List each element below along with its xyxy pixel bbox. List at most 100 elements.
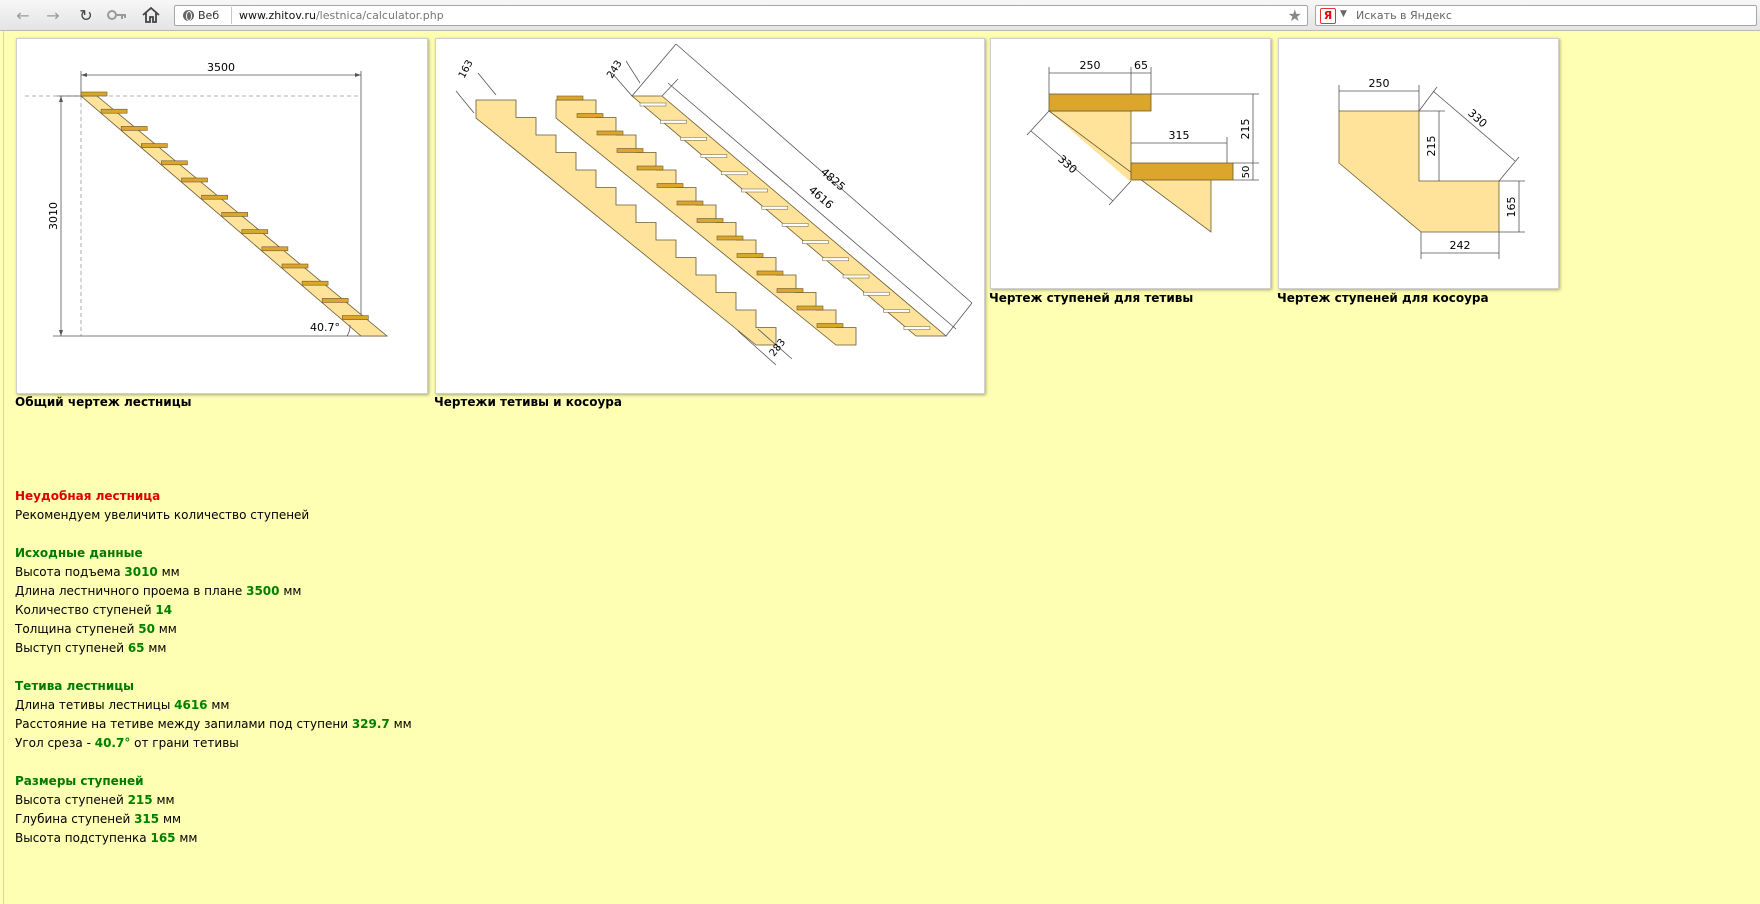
forward-icon[interactable]: → <box>46 5 60 25</box>
tread <box>576 113 604 118</box>
row-unit: мм <box>154 622 177 636</box>
tread <box>341 315 369 320</box>
yandex-logo-icon[interactable]: Я <box>1320 8 1336 24</box>
dim-length: 3500 <box>207 61 235 74</box>
general-drawing-caption: Общий чертеж лестницы <box>15 395 192 409</box>
dim-65: 65 <box>1134 59 1148 72</box>
tread <box>556 95 584 101</box>
dim-height: 3010 <box>47 202 60 230</box>
tread-groove <box>842 274 870 279</box>
reload-icon[interactable]: ↻ <box>79 5 93 25</box>
search-bar[interactable]: Я ▼ Искать в Яндекс <box>1315 5 1757 26</box>
tread <box>716 235 744 241</box>
key-icon[interactable] <box>106 5 128 25</box>
dim-243: 243 <box>605 59 624 81</box>
report-row: Выступ ступеней 65 мм <box>15 639 412 658</box>
tread-groove <box>781 223 809 227</box>
tread <box>281 263 309 269</box>
row-value: 165 <box>150 831 176 845</box>
tread-groove <box>660 119 687 124</box>
page-content: 3500 3010 40.7° Общий чертеж лестницы <box>3 31 1760 904</box>
tread <box>616 148 644 153</box>
report-row: Толщина ступеней 50 мм <box>15 620 412 639</box>
angle-label: 40.7° <box>310 321 340 334</box>
report-row: Длина лестничного проема в плане 3500 мм <box>15 582 412 601</box>
row-value: 3500 <box>246 584 280 598</box>
search-input[interactable]: Искать в Яндекс <box>1356 9 1452 22</box>
row-label: Глубина ступеней <box>15 812 135 826</box>
tread-groove <box>822 257 849 262</box>
warning-text: Рекомендуем увеличить количество ступене… <box>15 508 310 522</box>
report-row: Глубина ступеней 315 мм <box>15 810 412 829</box>
row-value: 40.7° <box>94 736 131 750</box>
row-unit: мм <box>389 717 412 731</box>
tread-groove <box>741 188 768 193</box>
tread <box>261 246 289 252</box>
report-row: Высота ступеней 215 мм <box>15 791 412 810</box>
site-identity-button[interactable]: Веб <box>177 7 232 24</box>
tread-groove <box>761 205 789 210</box>
calculation-report: Неудобная лестница Рекомендуем увеличить… <box>15 487 412 848</box>
tread-stringer-drawing: 250 65 215 50 315 330 <box>1026 59 1259 233</box>
address-bar[interactable]: Веб www.zhitov.ru/lestnica/calculator.ph… <box>174 5 1308 26</box>
tread <box>141 143 168 148</box>
tread <box>756 270 784 276</box>
chevron-down-icon[interactable]: ▼ <box>1340 9 1347 19</box>
row-label: Длина лестничного проема в плане <box>15 584 247 598</box>
browser-toolbar: ← → ↻ Веб www.zhitov.ru/lestnica/calcula… <box>0 0 1760 31</box>
row-unit: мм <box>207 698 230 712</box>
tread-groove <box>680 137 707 141</box>
row-unit: мм <box>159 812 182 826</box>
dim-330: 330 <box>1055 153 1079 177</box>
report-row: Высота подступенка 165 мм <box>15 829 412 848</box>
dim-50: 50 <box>1241 166 1252 179</box>
stringer-section-title: Тетива лестницы <box>15 679 134 693</box>
row-unit: от грани тетивы <box>130 736 239 750</box>
row-label: Количество ступеней <box>15 603 156 617</box>
report-row: Расстояние на тетиве между запилами под … <box>15 715 412 734</box>
tread <box>301 280 329 286</box>
row-label: Высота ступеней <box>15 793 128 807</box>
row-value: 315 <box>134 812 160 826</box>
tread <box>80 91 108 97</box>
tread-group <box>80 91 369 320</box>
row-label: Толщина ступеней <box>15 622 139 636</box>
input-section-title: Исходные данные <box>15 546 143 560</box>
tread-groove <box>883 309 910 313</box>
tread <box>321 298 349 303</box>
row-unit: мм <box>175 831 198 845</box>
row-unit: мм <box>157 565 180 579</box>
row-value: 215 <box>127 793 153 807</box>
row-value: 50 <box>138 622 155 636</box>
tread-kosour-card: 250 330 215 165 242 <box>1278 38 1559 289</box>
report-row: Длина тетивы лестницы 4616 мм <box>15 696 412 715</box>
tread-groove <box>863 291 890 296</box>
home-icon[interactable] <box>140 5 162 25</box>
url-text[interactable]: www.zhitov.ru/lestnica/calculator.php <box>239 9 444 22</box>
tread <box>816 323 844 328</box>
dim-250: 250 <box>1369 77 1390 90</box>
general-drawing-card: 3500 3010 40.7° <box>16 38 428 394</box>
row-value: 4616 <box>174 698 208 712</box>
row-value: 329.7 <box>351 717 390 731</box>
dim-163: 163 <box>457 58 476 80</box>
steps-section-title: Размеры ступеней <box>15 774 144 788</box>
tread <box>181 177 208 183</box>
url-host: www.zhitov.ru <box>239 9 316 22</box>
tread <box>221 212 248 217</box>
tread <box>596 130 624 136</box>
row-value: 3010 <box>124 565 158 579</box>
dim-330: 330 <box>1465 107 1489 131</box>
tread <box>636 165 664 171</box>
tread <box>100 108 128 114</box>
tread <box>120 126 148 131</box>
globe-icon <box>183 10 194 21</box>
dim-215: 215 <box>1239 119 1252 140</box>
dim-315: 315 <box>1169 129 1190 142</box>
row-label: Высота подъема <box>15 565 125 579</box>
star-icon[interactable]: ★ <box>1287 6 1302 25</box>
back-icon[interactable]: ← <box>16 5 30 25</box>
row-unit: мм <box>152 793 175 807</box>
dim-250: 250 <box>1080 59 1101 72</box>
